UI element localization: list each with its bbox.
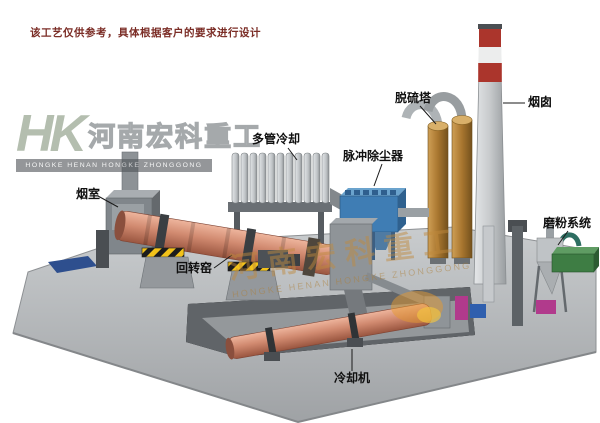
label-rotary-kiln: 回转窑	[176, 261, 213, 275]
label-chimney: 烟囱	[528, 95, 553, 109]
grinding-system-graphic	[455, 220, 599, 326]
label-pulse-dust-collector: 脉冲除尘器	[343, 149, 404, 163]
foundation-pad	[48, 256, 97, 273]
grinding-mill	[551, 253, 595, 273]
label-grinding-system: 磨粉系统	[543, 216, 592, 230]
watermark-stamp	[391, 291, 443, 323]
feeder-unit	[455, 296, 468, 320]
desulfurization-towers-graphic	[401, 92, 473, 264]
chimney-graphic	[473, 24, 507, 285]
label-cooling-machine: 冷却机	[334, 371, 371, 385]
label-desulfurization-tower: 脱硫塔	[395, 91, 432, 105]
label-leader-lines	[97, 102, 569, 371]
label-smoke-chamber: 烟室	[76, 187, 101, 201]
kiln-drive-unit	[258, 250, 288, 268]
company-logo-watermark: HK 河南宏科重工 HONGKE HENAN HONGKE ZHONGGONG	[16, 105, 261, 173]
feeder-unit	[536, 300, 556, 314]
label-multi-tube-cooler: 多管冷却	[252, 132, 301, 146]
bucket-elevator	[512, 226, 523, 326]
logo-company-name-en: HONGKE HENAN HONGKE ZHONGGONG	[16, 159, 212, 173]
logo-company-name-cn: 河南宏科重工	[88, 121, 263, 152]
disclaimer-text: 该工艺仅供参考，具体根据客户的要求进行设计	[30, 27, 261, 39]
kiln-support-hazard-base	[141, 247, 185, 258]
logo-hk-monogram: HK	[16, 105, 87, 163]
